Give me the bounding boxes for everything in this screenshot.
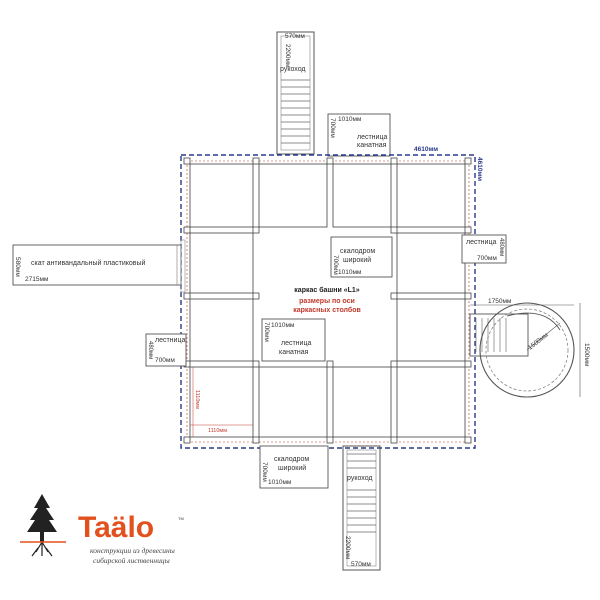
frame-height-dim: 4610мм — [476, 157, 483, 181]
brand-name: Taälo — [78, 511, 154, 544]
rope-ladder-center-line2: канатная — [279, 349, 309, 356]
slide-length: 2715мм — [25, 276, 49, 283]
rope-ladder-center-line1: лестница — [281, 340, 311, 347]
brand-tagline2: сибирской лиственницы — [93, 556, 170, 565]
brand-tm: TM — [178, 516, 184, 521]
brand-tagline1: конструкции из древесины — [90, 546, 175, 555]
climbing-wall-bottom-width: 1010мм — [268, 479, 292, 486]
slide-label: скат антивандальный пластиковый — [31, 259, 146, 267]
spiral-diameter: 1500мм — [527, 331, 550, 351]
frame-note-line2: каркасных столбов — [293, 306, 361, 314]
rope-ladder-center-height: 700мм — [263, 322, 270, 342]
stairs-left-label: лестница — [155, 337, 185, 344]
bottom-monkey-bars: рукоход 2200мм 570мм — [342, 445, 381, 571]
climbing-wall-bottom: скалодром широкий 700мм 1010мм — [259, 445, 329, 489]
stairs-right-label: лестница — [466, 239, 496, 246]
stairs-left: лестница 480мм 700мм — [145, 333, 187, 367]
rope-ladder-top: 1010мм 700мм лестница канатная — [327, 113, 391, 157]
climbing-wall-bottom-line1: скалодром — [274, 456, 309, 463]
rope-ladder-top-height: 700мм — [329, 118, 336, 138]
stairs-right-width: 480мм — [498, 238, 504, 256]
taalo-logo: Taälo TM конструкции из древесины сибирс… — [20, 494, 184, 565]
spiral-diameter-line — [526, 322, 561, 351]
frame-outer-dashed — [180, 154, 476, 449]
frame-posts — [183, 157, 472, 444]
stairs-left-length: 700мм — [155, 357, 175, 364]
climbing-wall-bottom-line2: широкий — [278, 464, 306, 472]
cell-dim-horizontal: 1110мм — [208, 428, 227, 434]
rope-ladder-center: 1010мм 700мм лестница канатная — [261, 318, 326, 362]
top-monkey-bars: 570мм 2200мм рукоход — [276, 31, 315, 155]
vandal-proof-slide: скат антивандальный пластиковый 580мм 27… — [12, 239, 186, 293]
climbing-wall-bottom-height: 700мм — [261, 462, 268, 482]
frame-title: каркас башни «L1» — [294, 286, 359, 294]
cell-dim-vertical: 1110мм — [194, 390, 200, 409]
spiral-chute — [506, 312, 561, 331]
stairs-right-length: 700мм — [477, 255, 497, 262]
bottom-ladder-label: рукоход — [347, 475, 373, 482]
slide-width: 580мм — [14, 257, 21, 277]
frame-cells — [189, 163, 466, 438]
climbing-wall-center-line1: скалодром — [340, 248, 375, 255]
tower-frame: 4610мм 4610мм 1110мм 1110мм каркас башни… — [180, 146, 483, 449]
top-ladder-label: рукоход — [280, 66, 306, 73]
climbing-wall-center-height: 700мм — [332, 255, 339, 275]
bottom-ladder-width: 570мм — [351, 561, 371, 568]
spiral-outer-circle — [479, 302, 575, 398]
climbing-wall-center: скалодром широкий 700мм 1010мм — [330, 236, 393, 278]
stairs-right: лестница 480мм 700мм — [461, 234, 507, 264]
top-ladder-rungs — [281, 79, 310, 144]
top-ladder-length: 2200мм — [284, 44, 291, 68]
frame-note-line1: размеры по оси — [299, 298, 355, 305]
rope-ladder-center-width: 1010мм — [271, 322, 295, 329]
climbing-wall-center-line2: широкий — [343, 256, 371, 264]
climbing-wall-center-width: 1010мм — [338, 269, 362, 276]
spiral-slide: 1750мм 1500мм 1500мм — [469, 298, 590, 398]
spiral-inner-circle — [485, 308, 569, 392]
rope-ladder-top-width: 1010мм — [338, 116, 362, 123]
bottom-ladder-length: 2200мм — [344, 536, 351, 560]
tree-icon — [20, 494, 66, 557]
bottom-ladder-rungs — [347, 453, 376, 533]
frame-width-dim: 4610мм — [414, 146, 438, 153]
top-ladder-width: 570мм — [285, 33, 305, 40]
spiral-width: 1750мм — [488, 298, 512, 305]
stairs-left-width: 480мм — [147, 341, 153, 359]
rope-ladder-top-line1: лестница — [357, 134, 387, 141]
spiral-height: 1500мм — [583, 343, 590, 367]
rope-ladder-top-line2: канатная — [357, 142, 387, 149]
